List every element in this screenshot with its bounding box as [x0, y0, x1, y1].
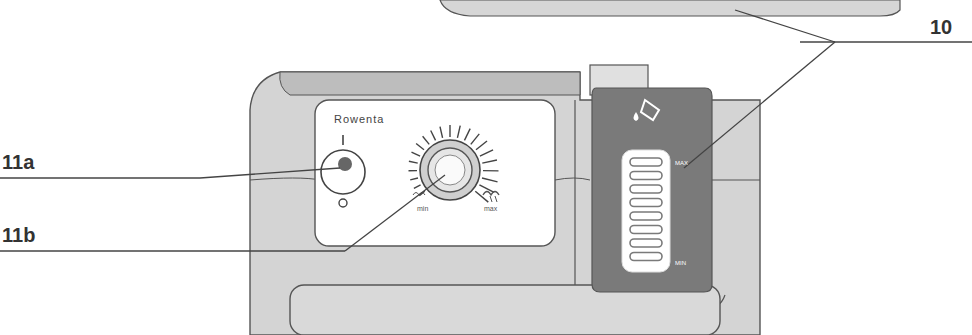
gauge-stripe: [630, 226, 662, 234]
dial-tick: [440, 127, 443, 138]
dial-tick: [464, 129, 470, 141]
dial-tick: [476, 141, 487, 150]
gauge-stripe: [630, 239, 662, 247]
dial-tick: [482, 178, 498, 182]
callout-number: 10: [930, 17, 952, 37]
callout-number: 11b: [2, 225, 35, 245]
gauge-label: MIN: [675, 260, 686, 266]
dial-tick: [483, 170, 498, 172]
dial-tick: [431, 130, 436, 140]
dial-tick: [423, 136, 430, 144]
dial-tick: [416, 144, 424, 150]
gauge-label: MAX: [675, 160, 688, 166]
dial-tick: [414, 185, 421, 188]
gauge-stripe: [630, 185, 662, 193]
dial-label: max: [484, 205, 497, 212]
dial-tick: [449, 125, 450, 137]
brand-logo: Rowenta: [334, 114, 384, 125]
dial-label: min: [417, 205, 428, 212]
gauge-stripe: [630, 253, 662, 261]
dial-tick: [410, 178, 418, 180]
gauge-stripe: [630, 158, 662, 166]
dial-tick: [475, 191, 488, 202]
dial-tick: [409, 161, 418, 163]
dial-tick: [409, 170, 417, 172]
dial-tick: [471, 134, 479, 144]
dial-tick: [480, 150, 493, 156]
gauge-stripe: [630, 212, 662, 220]
dial-tick: [457, 126, 460, 138]
dial-tick: [411, 152, 420, 156]
gauge-stripe: [630, 172, 662, 180]
callout-number: 11a: [2, 152, 34, 172]
gauge-stripe: [630, 199, 662, 207]
dial-tick: [482, 160, 497, 163]
